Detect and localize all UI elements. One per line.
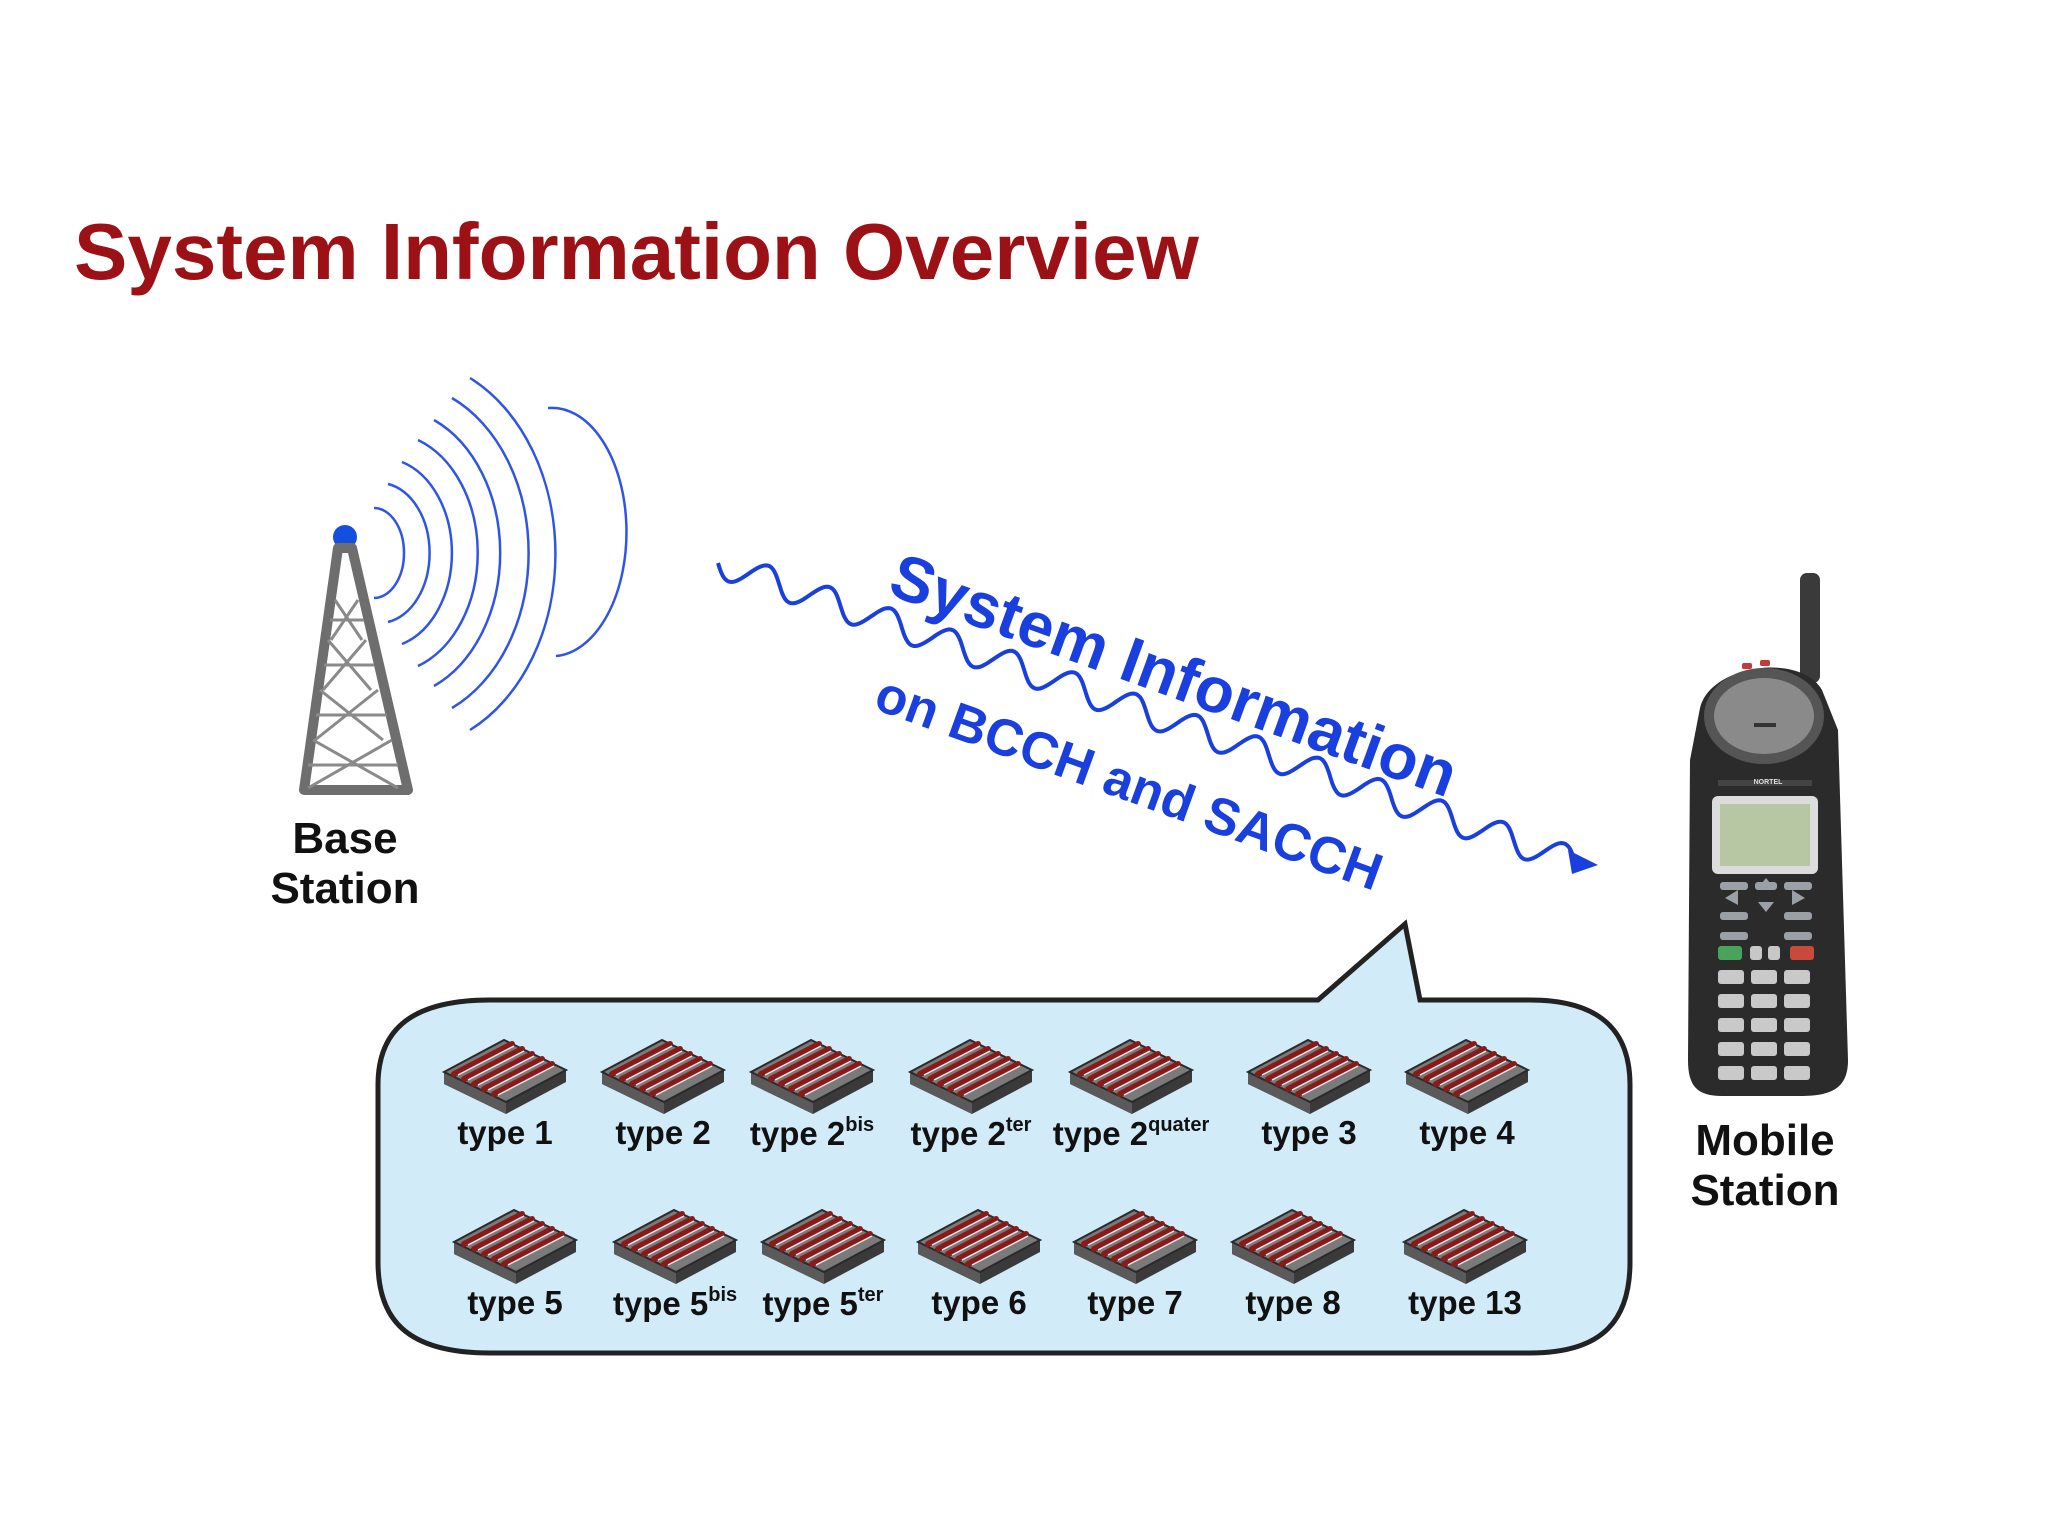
si-type-item: type 7: [1060, 1202, 1210, 1337]
si-type-item: type 1: [430, 1032, 580, 1167]
si-type-label: type 2: [558, 1114, 768, 1152]
si-type-item: type 2ter: [896, 1032, 1046, 1167]
si-type-label: type 2quater: [1026, 1114, 1236, 1153]
si-type-label-suffix: ter: [1005, 1114, 1032, 1136]
phone-key: [1751, 1018, 1777, 1032]
phone-key: [1751, 994, 1777, 1008]
si-type-item: type 6: [904, 1202, 1054, 1337]
si-type-item: type 5ter: [748, 1202, 898, 1337]
message-block-icon: [1229, 1208, 1357, 1284]
si-type-label: type 4: [1362, 1114, 1572, 1152]
si-type-item: type 2: [588, 1032, 738, 1167]
message-block-icon: [1067, 1038, 1195, 1114]
phone-key: [1784, 994, 1810, 1008]
si-type-item: type 3: [1234, 1032, 1384, 1167]
phone-key: [1718, 994, 1744, 1008]
si-type-item: type 5bis: [600, 1202, 750, 1337]
base-station-tower-icon: [299, 525, 413, 795]
si-type-label-base: type 5: [467, 1284, 563, 1321]
phone-key: [1718, 1018, 1744, 1032]
si-type-label-base: type 7: [1087, 1284, 1183, 1321]
si-type-label: type 13: [1360, 1284, 1570, 1322]
mobile-station-label-line1: Mobile: [1695, 1116, 1835, 1165]
si-type-label: type 3: [1204, 1114, 1414, 1152]
message-block-icon: [1403, 1038, 1531, 1114]
message-block-icon: [915, 1208, 1043, 1284]
phone-key: [1784, 970, 1810, 984]
si-type-label-base: type 6: [931, 1284, 1027, 1321]
si-type-label-base: type 3: [1261, 1114, 1357, 1151]
mobile-station-label-line2: Station: [1690, 1166, 1840, 1215]
si-type-label-base: type 2: [615, 1114, 711, 1151]
si-type-label-suffix: bis: [708, 1284, 738, 1306]
si-type-label: type 2bis: [707, 1114, 917, 1153]
phone-key: [1784, 1018, 1810, 1032]
phone-key: [1784, 1042, 1810, 1056]
si-type-label-suffix: ter: [857, 1284, 884, 1306]
message-block-icon: [907, 1038, 1035, 1114]
si-type-label: type 5: [410, 1284, 620, 1322]
si-type-label: type 7: [1030, 1284, 1240, 1322]
si-type-label-suffix: bis: [845, 1114, 875, 1136]
si-type-label: type 8: [1188, 1284, 1398, 1322]
radio-waves-icon: [373, 376, 628, 732]
si-type-label: type 2ter: [866, 1114, 1076, 1153]
si-type-label-base: type 13: [1408, 1284, 1522, 1321]
mobile-station-label: Mobile Station: [1660, 1116, 1870, 1216]
message-block-icon: [748, 1038, 876, 1114]
phone-key: [1718, 1042, 1744, 1056]
phone-key: [1751, 1066, 1777, 1080]
si-type-label-base: type 5: [612, 1285, 709, 1322]
si-type-label-base: type 4: [1419, 1114, 1515, 1151]
si-type-item: type 2quater: [1053, 1032, 1209, 1167]
si-type-label: type 5ter: [718, 1284, 928, 1323]
si-type-item: type 5: [440, 1202, 590, 1337]
phone-key: [1718, 1066, 1744, 1080]
si-type-label: type 1: [400, 1114, 610, 1152]
phone-brand-label: NORTEL: [1753, 779, 1783, 786]
base-station-label-line1: Base: [292, 814, 398, 863]
si-type-label-suffix: quater: [1148, 1114, 1210, 1136]
phone-key: [1751, 1042, 1777, 1056]
phone-key: [1718, 970, 1744, 984]
message-block-icon: [1245, 1038, 1373, 1114]
mobile-phone-icon: [1688, 573, 1848, 1096]
signal-arrow: [716, 562, 1598, 874]
phone-key: [1751, 970, 1777, 984]
message-block-icon: [441, 1038, 569, 1114]
si-type-item: type 2bis: [737, 1032, 887, 1167]
si-type-label: type 5bis: [570, 1284, 780, 1323]
si-type-label-base: type 1: [457, 1114, 553, 1151]
si-type-label-base: type 2: [910, 1115, 1006, 1152]
si-type-item: type 8: [1218, 1202, 1368, 1337]
si-type-label-base: type 5: [762, 1285, 858, 1322]
base-station-label-line2: Station: [270, 864, 420, 913]
message-block-icon: [1401, 1208, 1529, 1284]
si-type-label-base: type 8: [1245, 1284, 1341, 1321]
message-block-icon: [599, 1038, 727, 1114]
message-block-icon: [611, 1208, 739, 1284]
si-type-label-base: type 2: [749, 1115, 846, 1152]
phone-key: [1784, 1066, 1810, 1080]
si-type-label: type 6: [874, 1284, 1084, 1322]
page-title: System Information Overview: [74, 207, 1199, 296]
si-type-item: type 13: [1390, 1202, 1540, 1337]
message-block-icon: [759, 1208, 887, 1284]
message-block-icon: [451, 1208, 579, 1284]
base-station-label: Base Station: [240, 814, 450, 914]
message-block-icon: [1071, 1208, 1199, 1284]
si-type-label-base: type 2: [1052, 1115, 1149, 1152]
si-type-item: type 4: [1392, 1032, 1542, 1167]
